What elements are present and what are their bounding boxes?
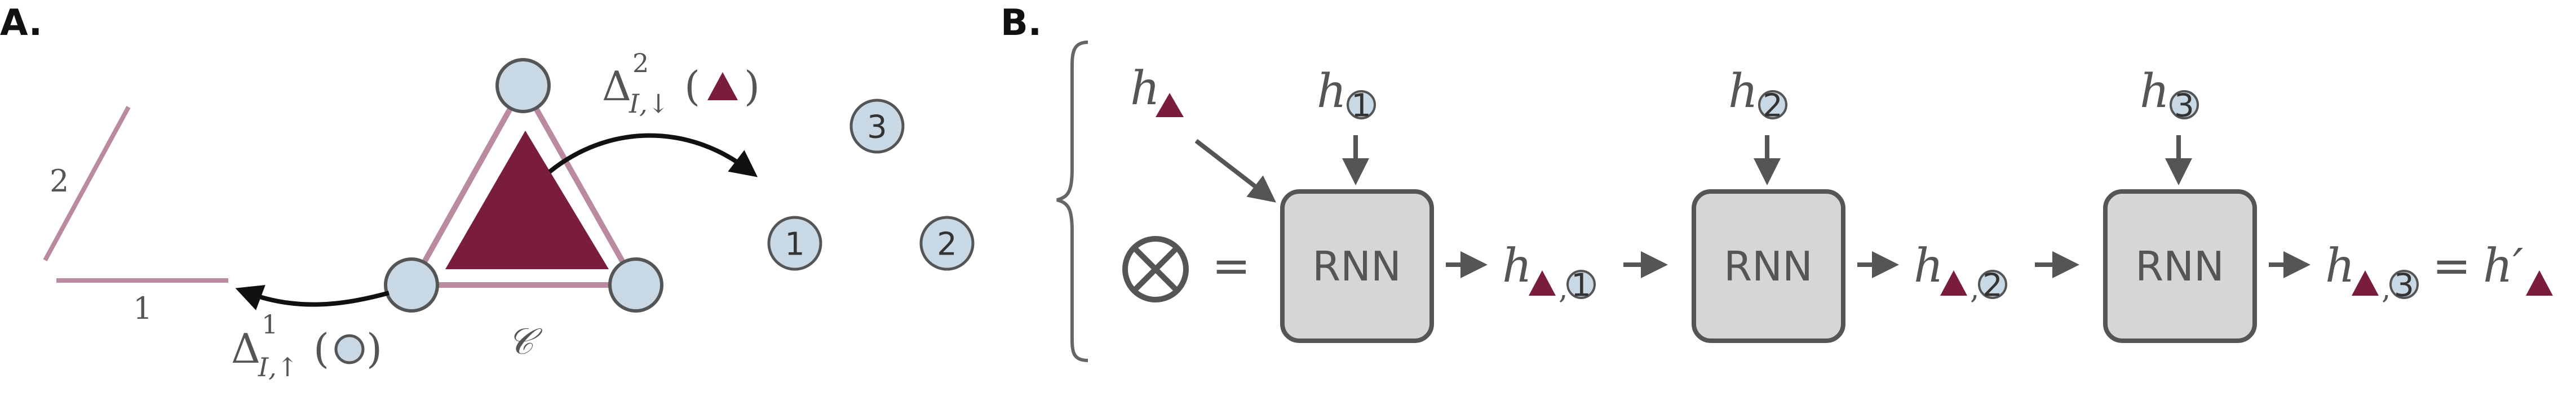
triangle-icon [1529,270,1556,296]
delta-down-close-paren: ) [744,63,760,110]
hidden-state-2-comma: , [1970,272,1980,306]
svg-text:RNN: RNN [1312,243,1401,290]
vertex-top [495,58,551,113]
input-h3: h 3 [2140,65,2199,124]
triangle-icon [1156,93,1184,117]
node-1: 1 [767,216,822,271]
hidden-state-3-symbol: h [2325,239,2355,293]
svg-text:1: 1 [1571,268,1591,304]
vertex-left [384,257,439,313]
hidden-state-3: h , 3 [2325,239,2419,306]
otimes-symbol [1122,236,1189,302]
svg-text:2: 2 [1982,268,2003,304]
triangle-icon [1940,270,1967,296]
h-triangle-input: h [1130,62,1184,117]
hidden-state-1-symbol: h [1502,239,1532,293]
input-h1-symbol: h [1317,65,1347,118]
input-h3-symbol: h [2140,65,2170,118]
delta-down-subscript: I,↓ [628,88,669,119]
svg-text:3: 3 [2394,268,2414,304]
triangle-icon [707,72,738,100]
final-equals-sign: = [2432,239,2471,293]
svg-text:RNN: RNN [2135,243,2224,290]
svg-text:1: 1 [1351,88,1371,124]
triangle-cell [445,131,609,269]
delta-up-open-paren: ( [313,325,329,372]
hidden-state-3-comma: , [2382,272,2391,306]
svg-text:3: 3 [2174,88,2194,124]
rnn-box-3: RNN [2103,189,2257,343]
triangle-icon [2352,270,2379,296]
delta-down-open-paren: ( [684,63,700,110]
delta-down-symbol: Δ [602,63,631,110]
node-2: 2 [919,216,975,271]
h-triangle-arrow [1194,139,1276,203]
hidden-state-1: h , 1 [1502,239,1596,306]
hidden-state-2: h , 2 [1914,239,2007,306]
svg-text:3: 3 [867,109,887,146]
delta-up-close-paren: ) [366,325,382,372]
h-triangle-symbol: h [1130,62,1160,115]
up-adjacency-arrow [235,284,390,310]
svg-text:1: 1 [785,226,805,263]
hidden-state-2-symbol: h [1914,239,1944,293]
delta-down-superscript: 2 [632,48,649,78]
triangle-icon [2526,270,2553,296]
delta-down-label: Δ 2 I,↓ ( ) [602,48,760,119]
panel-a-label: A. [0,2,42,44]
equals-sign: = [1212,239,1251,293]
output-h-prime-symbol: h′ [2483,239,2524,293]
rnn-box-2: RNN [1692,189,1845,343]
input-h2: h 2 [1728,65,1787,124]
panel-b-label: B. [1001,2,1042,44]
svg-text:RNN: RNN [1724,243,1813,290]
vertex-right [608,257,663,313]
svg-text:2: 2 [1763,88,1783,124]
curly-brace [1056,41,1088,362]
node-3: 3 [849,99,905,154]
delta-up-superscript: 1 [262,309,278,340]
down-adjacency-arrow [548,133,758,177]
edge-2 [43,106,131,261]
rnn-box-1: RNN [1280,189,1434,343]
input-h1: h 1 [1317,65,1376,124]
output-h-prime: h′ [2483,239,2553,296]
complex-label: 𝒞 [507,321,543,363]
delta-up-label: Δ 1 I,↑ ( ) [231,309,382,382]
node-icon [334,334,365,364]
svg-text:2: 2 [937,226,957,263]
delta-up-symbol: Δ [231,325,260,372]
edge-1-label: 1 [133,291,152,326]
hidden-state-1-comma: , [1559,272,1568,306]
input-h2-symbol: h [1728,65,1758,118]
complex-outline [406,79,641,288]
delta-up-subscript: I,↑ [258,352,298,382]
edge-2-label: 2 [50,163,69,199]
